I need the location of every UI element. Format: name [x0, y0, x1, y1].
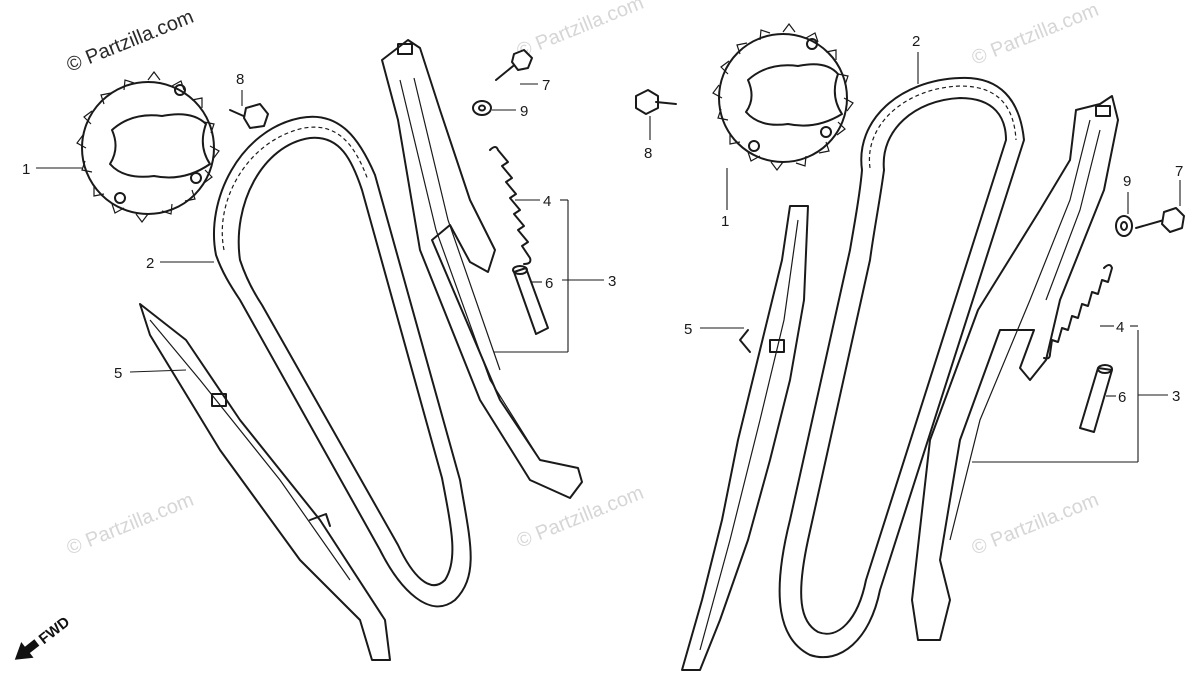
callout-5: 5: [114, 365, 122, 382]
callout-8: 8: [644, 145, 652, 162]
callout-1: 1: [721, 213, 729, 230]
tensioner-arm: [381, 39, 583, 499]
watermark-text: © Partzilla.com: [64, 489, 197, 560]
washer-9: [472, 100, 492, 116]
arrow-left-icon: [14, 639, 40, 660]
callout-6: 6: [545, 275, 553, 292]
callout-5: 5: [684, 321, 692, 338]
chain-guide: [681, 205, 809, 671]
callout-6: 6: [1118, 389, 1126, 406]
washer-9: [1115, 215, 1133, 237]
forward-direction-marker: FWD: [14, 613, 74, 660]
watermark-text: © Partzilla.com: [514, 482, 647, 553]
left-assembly: 1 2 3 4 5 6 7 8 9: [22, 39, 616, 661]
cam-sprocket: [76, 71, 220, 223]
fwd-label: FWD: [36, 613, 74, 648]
callout-9: 9: [1123, 173, 1131, 190]
callout-2: 2: [912, 33, 920, 50]
callout-3: 3: [1172, 388, 1180, 405]
tensioner-pin: [512, 265, 549, 335]
callout-3: 3: [608, 273, 616, 290]
callout-1: 1: [22, 161, 30, 178]
watermark-text: © Partzilla.com: [969, 489, 1102, 560]
watermark-text: © Partzilla.com: [64, 6, 197, 77]
bolt-7: [495, 49, 533, 81]
callout-7: 7: [542, 77, 550, 94]
cam-chain: [213, 115, 472, 608]
right-assembly: 1 2 3 4 5 6 7 8 9: [635, 23, 1185, 671]
callout-7: 7: [1175, 163, 1183, 180]
left-callouts: 1 2 3 4 5 6 7 8 9: [22, 71, 616, 382]
bolt-8: [229, 103, 269, 129]
tensioner-spring: [1043, 264, 1113, 360]
chain-guide: [139, 303, 391, 661]
tensioner-arm: [911, 95, 1119, 641]
callout-2: 2: [146, 255, 154, 272]
callout-4: 4: [543, 193, 551, 210]
callout-9: 9: [520, 103, 528, 120]
cam-sprocket: [712, 23, 854, 171]
bolt-7: [1135, 207, 1185, 233]
right-callouts: 1 2 3 4 5 6 7 8 9: [644, 33, 1183, 463]
tensioner-pin: [1079, 364, 1113, 433]
callout-8: 8: [236, 71, 244, 88]
cam-chain: [778, 76, 1025, 659]
tensioner-spring: [489, 146, 532, 265]
watermark-text: © Partzilla.com: [514, 0, 647, 63]
bolt-8: [635, 89, 677, 115]
watermark-text: © Partzilla.com: [969, 0, 1102, 70]
callout-4: 4: [1116, 319, 1124, 336]
